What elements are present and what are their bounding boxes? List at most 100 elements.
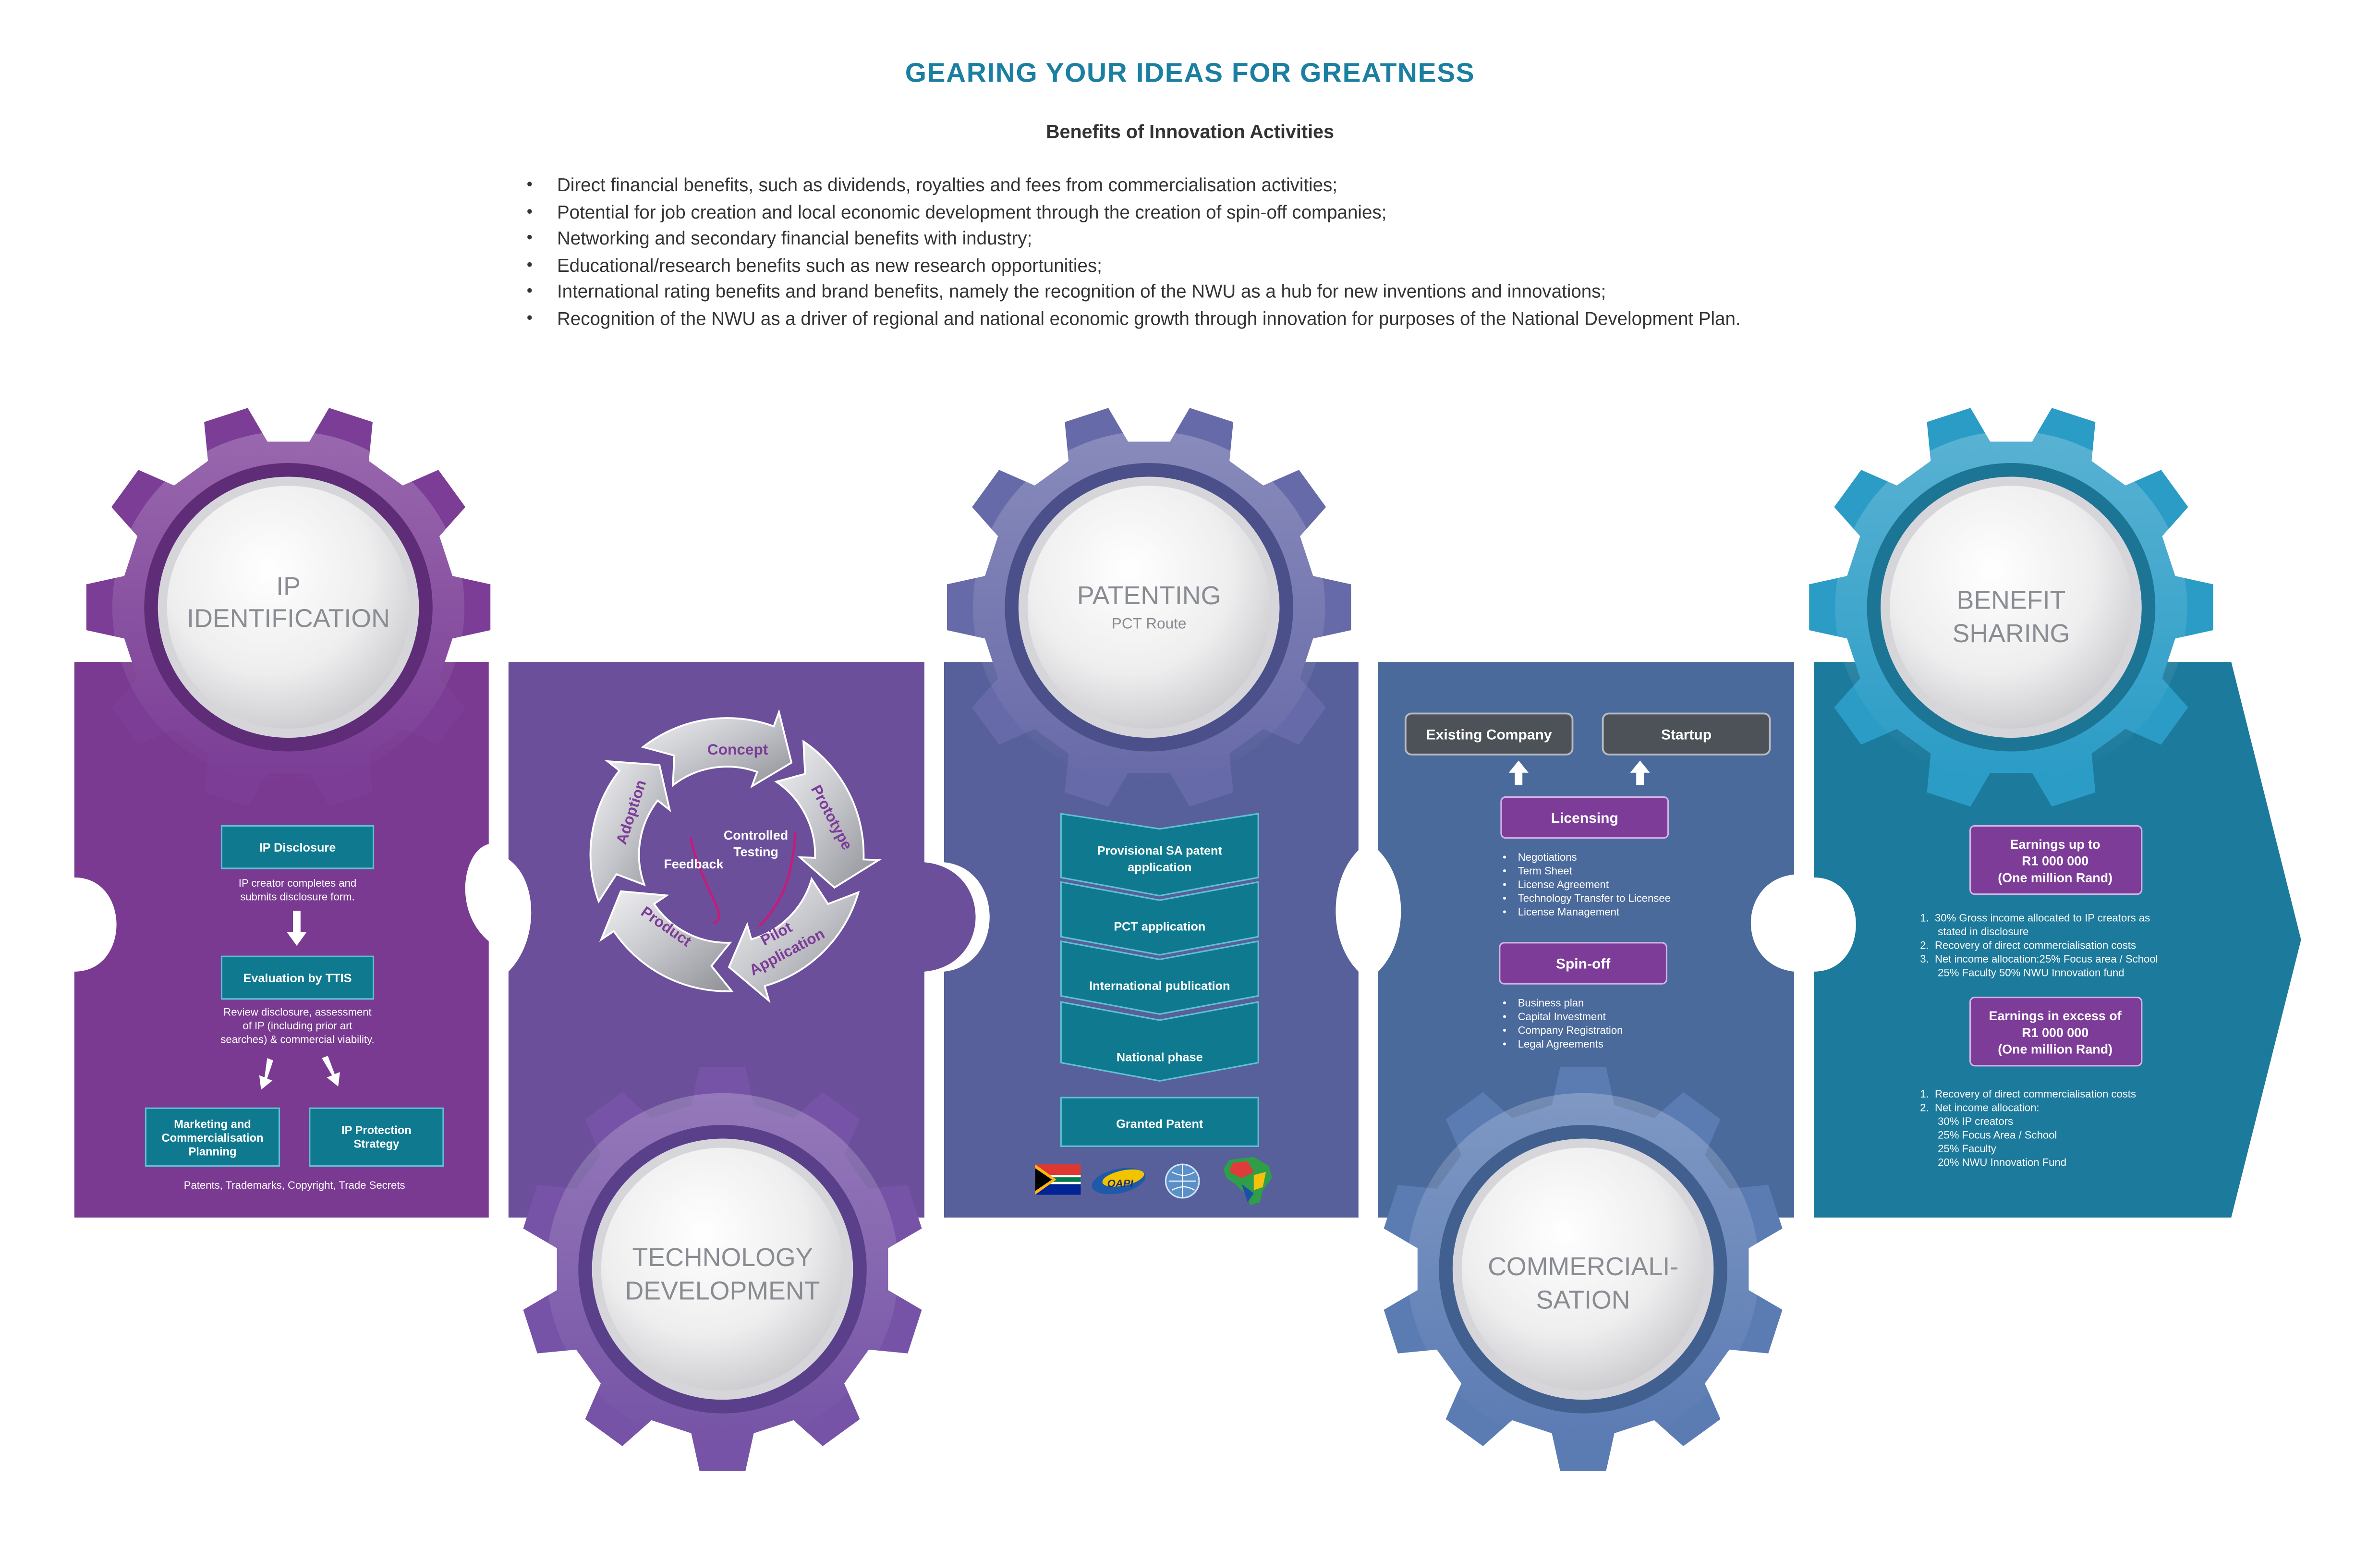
svg-text:OAPI: OAPI bbox=[1107, 1178, 1134, 1190]
svg-text:Licensing: Licensing bbox=[1551, 810, 1618, 826]
benefit-content: Earnings up to R1 000 000 (One million R… bbox=[1920, 825, 2158, 1168]
gear-label: BENEFIT bbox=[1957, 585, 2066, 614]
svg-text:License Agreement: License Agreement bbox=[1518, 878, 1609, 890]
svg-text:submits disclosure form.: submits disclosure form. bbox=[240, 890, 354, 903]
spinoff-box bbox=[1499, 942, 1668, 985]
svg-text:(One million Rand): (One million Rand) bbox=[1998, 1042, 2113, 1057]
page-title: GEARING YOUR IDEAS FOR GREATNESS bbox=[905, 58, 1475, 88]
svg-text:1. Recovery of direct commerc: 1. Recovery of direct commercialisation … bbox=[1920, 1088, 2136, 1100]
svg-text:of IP (including prior art: of IP (including prior art bbox=[243, 1020, 352, 1032]
arrow-down-left-icon bbox=[259, 1058, 273, 1090]
south-africa-flag-icon bbox=[1035, 1164, 1081, 1195]
svg-text:Testing: Testing bbox=[733, 845, 778, 859]
svg-text:Marketing and: Marketing and bbox=[174, 1118, 251, 1131]
gear-commercialisation: COMMERCIALI- SATION bbox=[1384, 1067, 1783, 1472]
svg-text:Granted Patent: Granted Patent bbox=[1116, 1117, 1203, 1131]
svg-text:1. 30% Gross income allocated: 1. 30% Gross income allocated to IP crea… bbox=[1920, 912, 2150, 924]
svg-text:Feedback: Feedback bbox=[664, 857, 723, 871]
gear-benefit-sharing: BENEFIT SHARING bbox=[1809, 408, 2213, 807]
svg-text:2. Recovery of direct commerc: 2. Recovery of direct commercialisation … bbox=[1920, 939, 2136, 951]
svg-text:stated in disclosure: stated in disclosure bbox=[1920, 926, 2028, 938]
list-item: Potential for job creation and local eco… bbox=[527, 200, 1741, 227]
licensing-list: •Negotiations •Term Sheet •License Agree… bbox=[1503, 851, 1671, 918]
earnings-excess-box bbox=[1969, 996, 2143, 1067]
africa-map-icon bbox=[1223, 1157, 1272, 1206]
controlled-testing-curve bbox=[758, 831, 797, 927]
svg-text:•: • bbox=[1503, 865, 1506, 877]
svg-text:20% NWU Innovation Fund: 20% NWU Innovation Fund bbox=[1920, 1156, 2066, 1168]
earnings-up-to-box bbox=[1969, 825, 2143, 895]
existing-company-box bbox=[1404, 712, 1574, 756]
panel-commercialisation bbox=[1378, 662, 1794, 1218]
svg-text:25% Faculty: 25% Faculty bbox=[1920, 1143, 1996, 1155]
panel-benefit-sharing bbox=[1814, 662, 2301, 1218]
gear-label: IDENTIFICATION bbox=[187, 604, 390, 633]
svg-text:Earnings in excess of: Earnings in excess of bbox=[1989, 1009, 2122, 1023]
protection-box bbox=[309, 1107, 444, 1167]
granted-patent-box bbox=[1060, 1097, 1259, 1147]
evaluation-box bbox=[220, 955, 375, 1000]
cycle-arrow bbox=[728, 877, 860, 1003]
svg-text:Spin-off: Spin-off bbox=[1556, 956, 1611, 972]
cycle-arrow bbox=[774, 739, 882, 889]
svg-text:Technology Transfer to License: Technology Transfer to Licensee bbox=[1518, 892, 1671, 904]
commercialisation-flow: Existing Company Startup Licensing •Nego… bbox=[1404, 712, 1771, 1050]
step-pct bbox=[1060, 881, 1259, 956]
svg-text:30% IP creators: 30% IP creators bbox=[1920, 1115, 2013, 1127]
cycle-arrow bbox=[589, 760, 671, 903]
svg-text:•: • bbox=[1503, 892, 1506, 904]
svg-text:Planning: Planning bbox=[188, 1146, 236, 1158]
svg-text:Provisional SA patent: Provisional SA patent bbox=[1097, 844, 1223, 857]
arrow-down-right-icon bbox=[322, 1056, 340, 1087]
svg-text:IP creator completes and: IP creator completes and bbox=[239, 877, 356, 889]
svg-text:IP Protection: IP Protection bbox=[341, 1124, 412, 1137]
gear-label: SHARING bbox=[1953, 619, 2070, 648]
svg-text:Legal Agreements: Legal Agreements bbox=[1518, 1038, 1603, 1050]
ip-footer: Patents, Trademarks, Copyright, Trade Se… bbox=[184, 1179, 405, 1191]
feedback-curve bbox=[689, 838, 720, 925]
ip-flow: IP Disclosure IP creator completes and s… bbox=[145, 825, 444, 1191]
svg-text:25% Faculty 50% NWU Innovation: 25% Faculty 50% NWU Innovation fund bbox=[1920, 966, 2124, 978]
gear-label: DEVELOPMENT bbox=[625, 1277, 820, 1305]
svg-text:R1 000 000: R1 000 000 bbox=[2022, 854, 2089, 868]
svg-text:Startup: Startup bbox=[1661, 727, 1712, 743]
svg-text:•: • bbox=[1503, 878, 1506, 890]
spinoff-list: •Business plan •Capital Investment •Comp… bbox=[1503, 997, 1623, 1050]
svg-text:License Management: License Management bbox=[1518, 906, 1619, 918]
list-item: Recognition of the NWU as a driver of re… bbox=[527, 306, 1741, 333]
svg-text:PCT application: PCT application bbox=[1114, 920, 1205, 934]
svg-text:•: • bbox=[1503, 1038, 1506, 1050]
list-item: International rating benefits and brand … bbox=[527, 280, 1741, 307]
svg-text:•: • bbox=[1503, 906, 1506, 918]
svg-text:25% Focus Area / School: 25% Focus Area / School bbox=[1920, 1129, 2057, 1141]
licensing-box bbox=[1500, 796, 1669, 839]
svg-text:R1 000 000: R1 000 000 bbox=[2022, 1025, 2089, 1040]
earnings-list-2: 1. Recovery of direct commercialisation … bbox=[1920, 1088, 2136, 1168]
svg-text:3. Net income allocation:25%: 3. Net income allocation:25% Focus area … bbox=[1920, 953, 2158, 965]
oapi-logo: OAPI bbox=[1092, 1168, 1146, 1195]
earnings-list-1: 1. 30% Gross income allocated to IP crea… bbox=[1920, 912, 2158, 979]
svg-text:Company Registration: Company Registration bbox=[1518, 1024, 1623, 1036]
svg-text:(One million Rand): (One million Rand) bbox=[1998, 870, 2113, 885]
svg-text:•: • bbox=[1503, 1011, 1506, 1023]
svg-text:Controlled: Controlled bbox=[724, 828, 788, 842]
innovation-cycle: Concept Prototype Pilot Application Prod… bbox=[589, 708, 882, 1003]
gear-ip-identification: IP IDENTIFICATION bbox=[86, 408, 491, 807]
svg-text:•: • bbox=[1503, 997, 1506, 1009]
step-provisional bbox=[1060, 813, 1259, 897]
svg-text:Earnings up to: Earnings up to bbox=[2010, 837, 2101, 852]
gear-label: TECHNOLOGY bbox=[632, 1243, 813, 1272]
svg-text:Strategy: Strategy bbox=[353, 1138, 400, 1150]
list-item: Networking and secondary financial benef… bbox=[527, 227, 1741, 254]
cycle-arrow bbox=[641, 708, 793, 789]
benefits-list: Direct financial benefits, such as divid… bbox=[527, 173, 1741, 333]
svg-text:Business plan: Business plan bbox=[1518, 997, 1584, 1009]
startup-box bbox=[1602, 712, 1771, 756]
list-item: Educational/research benefits such as ne… bbox=[527, 253, 1741, 280]
gear-patenting: PATENTING PCT Route bbox=[947, 408, 1351, 807]
wipo-globe-icon bbox=[1165, 1163, 1200, 1199]
step-national bbox=[1060, 1001, 1259, 1082]
svg-text:Review disclosure, assessment: Review disclosure, assessment bbox=[223, 1006, 371, 1018]
